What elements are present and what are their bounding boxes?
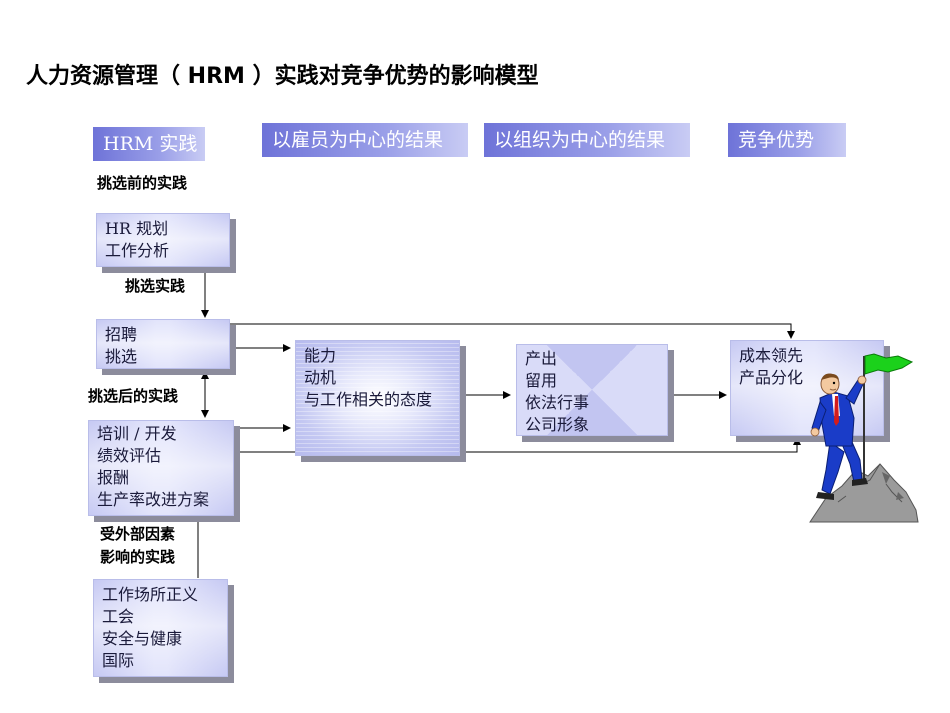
box-training-line3: 报酬	[97, 468, 130, 487]
page-title: 人力资源管理（ HRM ）实践对竞争优势的影响模型	[26, 64, 539, 89]
box-training-line2: 绩效评估	[97, 446, 162, 465]
box-org-outcomes: 产出 留用 依法行事 公司形象	[516, 344, 668, 436]
box-planning-line1: HR 规划	[105, 219, 169, 238]
box-external: 工作场所正义 工会 安全与健康 国际	[93, 579, 228, 677]
box-recruiting: 招聘 挑选	[96, 319, 230, 369]
label-post-selection: 挑选后的实践	[88, 387, 179, 405]
box-training: 培训 / 开发 绩效评估 报酬 生产率改进方案	[88, 420, 234, 516]
header-hrm-practice: HRM 实践	[93, 127, 205, 161]
box-external-line1: 工作场所正义	[102, 585, 199, 604]
box-employee-line3: 与工作相关的态度	[304, 390, 433, 409]
box-org-line4: 公司形象	[525, 415, 590, 434]
box-external-line3: 安全与健康	[102, 629, 183, 648]
box-training-line1: 培训 / 开发	[97, 424, 177, 443]
box-competitive: 成本领先 产品分化	[730, 340, 884, 436]
box-competitive-line2: 产品分化	[739, 368, 804, 387]
label-external-line2: 影响的实践	[100, 548, 176, 566]
box-planning-line2: 工作分析	[105, 241, 170, 260]
box-employee-outcomes: 能力 动机 与工作相关的态度	[295, 340, 460, 456]
label-pre-selection: 挑选前的实践	[97, 174, 188, 192]
box-employee-line2: 动机	[304, 368, 337, 387]
label-selection: 挑选实践	[125, 277, 186, 295]
box-org-line3: 依法行事	[525, 393, 590, 412]
box-recruiting-line2: 挑选	[105, 347, 138, 366]
box-training-line4: 生产率改进方案	[97, 490, 210, 509]
arrow-recruiting-to-competitive	[229, 323, 795, 339]
box-external-line2: 工会	[102, 607, 135, 626]
header-competitive-advantage: 竞争优势	[728, 123, 846, 157]
box-competitive-line1: 成本领先	[739, 346, 804, 365]
label-external-line1: 受外部因素	[100, 525, 176, 543]
box-external-line4: 国际	[102, 651, 135, 670]
box-recruiting-line1: 招聘	[105, 325, 138, 344]
box-employee-line1: 能力	[304, 346, 337, 365]
businessman-climbing-mountain-icon	[809, 353, 919, 523]
header-employee-outcomes: 以雇员为中心的结果	[262, 123, 468, 157]
box-planning: HR 规划 工作分析	[96, 213, 230, 267]
box-org-line2: 留用	[525, 371, 558, 390]
box-org-line1: 产出	[525, 349, 558, 368]
header-org-outcomes: 以组织为中心的结果	[484, 123, 690, 157]
